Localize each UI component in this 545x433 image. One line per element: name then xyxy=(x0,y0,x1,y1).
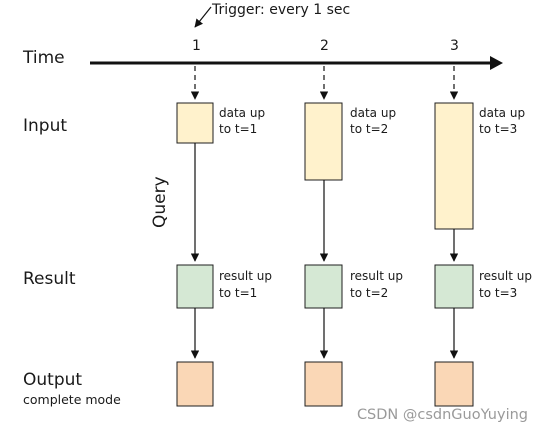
row-label-output: Output xyxy=(23,370,82,390)
result-note-2-line1: result up xyxy=(350,269,403,283)
input-box-3 xyxy=(434,102,474,230)
output-box-1 xyxy=(176,361,214,407)
tick-1: 1 xyxy=(192,38,201,54)
timeline-arrowhead xyxy=(490,56,503,70)
output-box-2 xyxy=(304,361,343,407)
result-note-3-line2: to t=3 xyxy=(479,286,517,300)
column-2: 2 data up to t=2 result up to t=2 xyxy=(304,38,403,407)
result-box-1 xyxy=(176,264,214,309)
input-note-1-line1: data up xyxy=(219,106,265,120)
input-note-2-line1: data up xyxy=(350,106,396,120)
trigger-label: Trigger: every 1 sec xyxy=(211,2,350,18)
result-note-2-line2: to t=2 xyxy=(350,286,388,300)
input-box-1 xyxy=(176,102,214,144)
result-note-3-line1: result up xyxy=(479,269,532,283)
tick-3: 3 xyxy=(450,38,459,54)
result-note-1-line1: result up xyxy=(219,269,272,283)
result-note-1-line2: to t=1 xyxy=(219,286,257,300)
watermark: CSDN @csdnGuoYuying xyxy=(357,407,528,423)
input-note-1-line2: to t=1 xyxy=(219,122,257,136)
row-label-result: Result xyxy=(23,269,76,289)
result-box-2 xyxy=(304,264,343,309)
result-box-3 xyxy=(434,264,474,309)
row-label-input: Input xyxy=(23,116,67,136)
input-note-3-line1: data up xyxy=(479,106,525,120)
trigger-arrow xyxy=(194,6,212,28)
output-box-3 xyxy=(434,361,474,407)
column-1: 1 data up to t=1 result up to t=1 xyxy=(176,38,272,407)
input-box-2 xyxy=(304,102,343,181)
input-note-2-line2: to t=2 xyxy=(350,122,388,136)
input-note-3-line2: to t=3 xyxy=(479,122,517,136)
column-3: 3 data up to t=3 result up to t=3 xyxy=(434,38,532,407)
tick-2: 2 xyxy=(320,38,329,54)
row-label-output-mode: complete mode xyxy=(23,392,121,407)
query-label: Query xyxy=(150,176,170,228)
row-label-time: Time xyxy=(22,48,65,68)
